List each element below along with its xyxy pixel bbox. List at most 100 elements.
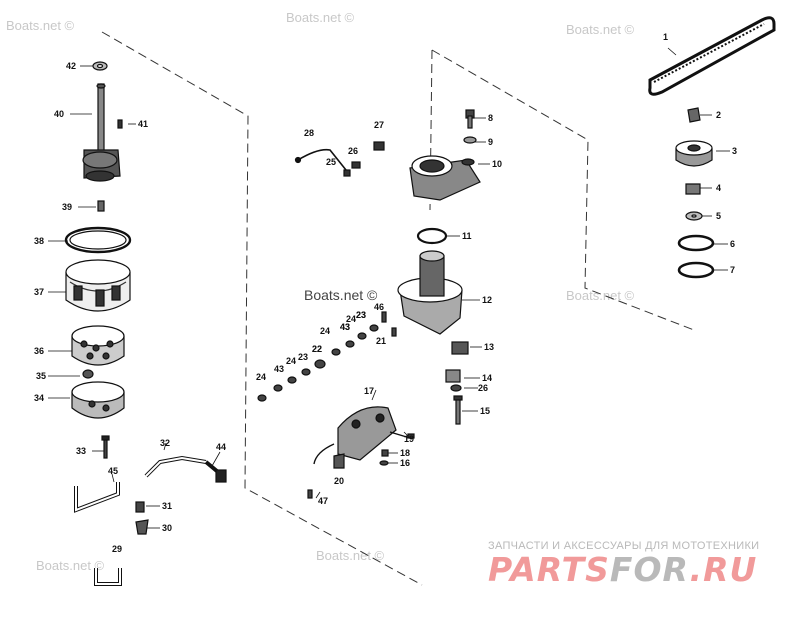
callout-23-b: 23	[298, 352, 308, 362]
part-39-pin	[97, 200, 105, 212]
part-9-washer	[463, 136, 477, 144]
callout-47: 47	[318, 496, 328, 506]
part-1-belt	[648, 16, 776, 96]
callout-29: 29	[112, 544, 122, 554]
callout-8: 8	[488, 113, 493, 123]
callout-38: 38	[34, 236, 44, 246]
part-28-wire-lead	[294, 148, 347, 171]
brand-logo[interactable]: PARTSFOR.RU	[488, 552, 757, 588]
part-6-clamp	[677, 234, 715, 252]
callout-15: 15	[480, 406, 490, 416]
callout-35: 35	[36, 371, 46, 381]
callout-43-b: 43	[274, 364, 284, 374]
part-25-connector	[343, 169, 351, 177]
callout-10: 10	[492, 159, 502, 169]
part-19-wire	[407, 433, 415, 439]
part-4-spacer	[685, 183, 701, 195]
callout-13: 13	[484, 342, 494, 352]
callout-34: 34	[34, 393, 44, 403]
callout-36: 36	[34, 346, 44, 356]
part-29-hose	[94, 568, 122, 586]
watermark-top-center: Boats.net ©	[286, 10, 355, 25]
watermark-center: Boats.net ©	[304, 287, 378, 303]
brand-tagline: ЗАПЧАСТИ И АКСЕССУАРЫ ДЛЯ МОТОТЕХНИКИ	[488, 540, 760, 552]
part-46-screw	[381, 311, 387, 323]
callout-42: 42	[66, 61, 76, 71]
part-35-seal	[82, 369, 94, 379]
part-26-nut	[450, 384, 462, 392]
callout-23-c: 23	[356, 310, 366, 320]
part-2-nut	[687, 107, 701, 123]
watermark-bottom-center: Boats.net ©	[316, 548, 385, 563]
part-34-plate	[71, 381, 125, 419]
callout-3: 3	[732, 146, 737, 156]
brand-logo-for: FOR	[609, 550, 690, 589]
callout-18: 18	[400, 448, 410, 458]
callout-24-c: 24	[286, 356, 296, 366]
callout-39: 39	[62, 202, 72, 212]
callout-31: 31	[162, 501, 172, 511]
watermark-top-right: Boats.net ©	[566, 22, 635, 37]
part-36-stator-plate	[71, 325, 125, 366]
brand-logo-ru: .RU	[689, 550, 758, 589]
part-3-pulley	[675, 140, 713, 167]
part-18-screw	[381, 449, 389, 457]
part-12-flywheel-housing	[397, 250, 463, 335]
part-37-housing	[65, 259, 131, 312]
callout-12: 12	[482, 295, 492, 305]
callout-11: 11	[462, 231, 472, 241]
part-42-nut	[92, 61, 108, 71]
callout-43: 43	[340, 322, 350, 332]
part-26-connector	[351, 161, 361, 169]
parts-center-stack	[257, 109, 481, 499]
assembly-outline	[101, 31, 695, 586]
callout-19: 19	[404, 434, 414, 444]
callout-1: 1	[663, 32, 668, 42]
callout-44: 44	[216, 442, 226, 452]
callout-14: 14	[482, 373, 492, 383]
part-32-hose	[144, 455, 207, 478]
callout-4: 4	[716, 183, 721, 193]
brand-logo-parts: PARTS	[488, 550, 610, 589]
part-30-fitting	[135, 519, 149, 535]
part-5-washer	[685, 211, 703, 221]
callout-5: 5	[716, 211, 721, 221]
watermark-top-left: Boats.net ©	[6, 18, 75, 33]
callout-9: 9	[488, 137, 493, 147]
part-21-screw	[391, 327, 397, 337]
watermark-mid-right: Boats.net ©	[566, 288, 635, 303]
callout-40: 40	[54, 109, 64, 119]
part-13-bracket	[451, 341, 469, 355]
part-17-coil-plate	[313, 406, 411, 465]
part-44-hose	[204, 460, 227, 483]
callout-26: 26	[348, 146, 358, 156]
part-47-screw	[307, 489, 313, 499]
callout-21: 21	[376, 336, 386, 346]
part-20-terminal	[333, 453, 345, 469]
callout-45: 45	[108, 466, 118, 476]
callout-23: 23	[356, 310, 366, 320]
callout-27: 27	[374, 120, 384, 130]
callout-22-b: 22	[312, 344, 322, 354]
callout-labels: 1 2 3 4 5 6 7 8 9 10 11 12 13 14 15 16 1…	[34, 32, 737, 554]
callout-16: 16	[400, 458, 410, 468]
parts-left-stack	[64, 61, 227, 586]
part-7-ring	[677, 261, 715, 279]
callout-22: 22	[312, 344, 322, 354]
callout-20: 20	[334, 476, 344, 486]
part-14-clip	[445, 369, 461, 383]
small-parts-chain	[257, 324, 379, 402]
part-33-bolt	[101, 435, 110, 459]
callout-46: 46	[374, 302, 384, 312]
callout-26-b: 26	[478, 383, 488, 393]
part-45-hose	[74, 482, 120, 513]
callout-2: 2	[716, 110, 721, 120]
callout-17: 17	[364, 386, 374, 396]
callout-28: 28	[304, 128, 314, 138]
watermark-bottom-left: Boats.net ©	[36, 558, 105, 573]
callout-7: 7	[730, 265, 735, 275]
part-27-connector	[373, 141, 385, 151]
part-16-washer	[379, 460, 389, 466]
callout-24-d: 24	[346, 314, 356, 324]
callout-25: 25	[326, 157, 336, 167]
